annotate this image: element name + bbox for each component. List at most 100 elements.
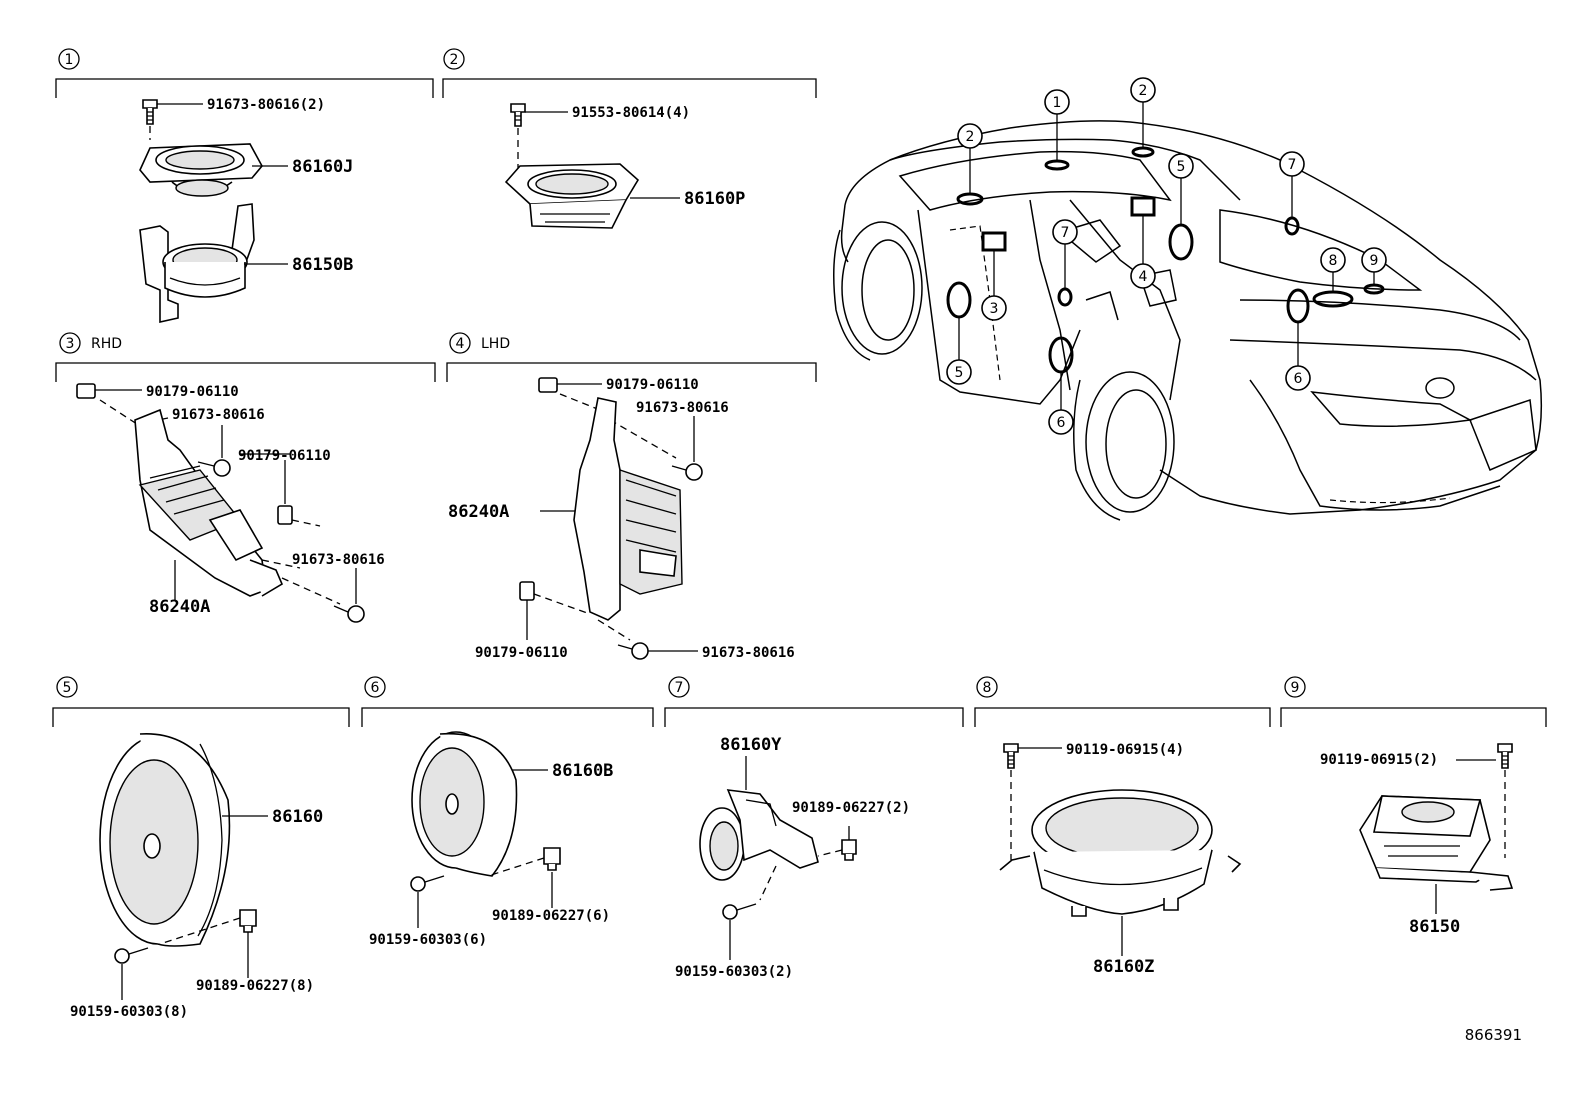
- section-7-header: 7: [664, 676, 964, 727]
- nut-icon: [277, 505, 293, 525]
- car-callout-7a: 7: [1279, 151, 1305, 177]
- svg-text:1: 1: [1053, 95, 1062, 111]
- part-label-s4-screw-top: 91673-80616: [636, 400, 729, 416]
- screw-icon: [142, 99, 158, 125]
- part-label-s1-speaker: 86160J: [292, 157, 353, 177]
- svg-text:5: 5: [1177, 159, 1186, 175]
- nut-icon: [538, 377, 558, 393]
- svg-text:4: 4: [1139, 269, 1148, 285]
- car-callout-6b: 6: [1048, 409, 1074, 435]
- svg-text:8: 8: [1329, 253, 1338, 269]
- section-2-number: 2: [450, 52, 459, 68]
- section-8-header: 8: [974, 676, 1271, 727]
- part-label-s1-bracket: 86150B: [292, 255, 353, 275]
- amplifier-unit: [134, 408, 284, 597]
- part-label-s4-nut-top: 90179-06110: [606, 377, 699, 393]
- car-speaker-location-5: [1168, 223, 1194, 261]
- car-speaker-location-8: [1312, 290, 1354, 308]
- diagram-reference-code: 866391: [1465, 1026, 1522, 1044]
- tweeter-speaker: [504, 163, 640, 229]
- part-label-s7-speaker: 86160Y: [720, 735, 782, 755]
- part-label-s6-clip: 90189-06227(6): [492, 908, 610, 924]
- car-speaker-location-5: [946, 281, 972, 319]
- part-label-s5-speaker: 86160: [272, 807, 323, 827]
- screw-icon: [1003, 743, 1019, 769]
- screw-icon: [333, 605, 365, 623]
- car-callout-9: 9: [1361, 247, 1387, 273]
- subwoofer-speaker: [999, 789, 1242, 917]
- amplifier-unit: [1359, 795, 1514, 891]
- part-label-s7-clip: 90189-06227(2): [792, 800, 910, 816]
- car-speaker-location-2: [1131, 146, 1155, 158]
- car-callout-8: 8: [1320, 247, 1346, 273]
- section-5-number: 5: [63, 680, 72, 696]
- small-speaker: [699, 789, 819, 881]
- svg-text:3: 3: [990, 301, 999, 317]
- svg-text:5: 5: [955, 365, 964, 381]
- section-3-drawing: 90179-06110 91673-80616 90179-06110 9167…: [76, 383, 385, 623]
- screw-icon: [671, 463, 703, 481]
- part-label-s9-amp: 86150: [1409, 917, 1460, 937]
- car-amp-location-4: [1130, 196, 1156, 217]
- section-1-number: 1: [65, 52, 74, 68]
- amplifier-unit: [573, 397, 683, 621]
- section-5-header: 5: [52, 676, 350, 727]
- car-callout-5b: 5: [946, 359, 972, 385]
- car-speaker-location-6: [1048, 336, 1074, 374]
- part-label-s3-nut-top: 90179-06110: [146, 384, 239, 400]
- car-speaker-location-6: [1286, 288, 1310, 324]
- part-label-s9-screw: 90119-06915(2): [1320, 752, 1438, 768]
- section-4-drawing: 90179-06110 91673-80616 86240A 90179-061…: [448, 377, 795, 661]
- section-4-tag: LHD: [481, 336, 510, 352]
- part-label-s2-speaker: 86160P: [684, 189, 745, 209]
- section-9-number: 9: [1291, 680, 1300, 696]
- car-amp-location-3: [981, 231, 1007, 252]
- part-label-s3-screw-bot: 91673-80616: [292, 552, 385, 568]
- svg-text:2: 2: [1139, 83, 1148, 99]
- part-label-s8-screw: 90119-06915(4): [1066, 742, 1184, 758]
- clip-icon: [543, 847, 561, 871]
- part-label-s3-nut-mid: 90179-06110: [238, 448, 331, 464]
- clip-icon: [239, 909, 257, 933]
- part-label-s5-screw: 90159-60303(8): [70, 1004, 188, 1020]
- car-callout-2a: 2: [1130, 77, 1156, 103]
- car-callout-2b: 2: [957, 123, 983, 149]
- screw-icon: [510, 103, 526, 127]
- car-speaker-location-1: [1044, 159, 1070, 171]
- part-label-s3-screw-top: 91673-80616: [172, 407, 265, 423]
- section-4-header: 4 LHD: [446, 332, 817, 382]
- door-speaker-medium: [411, 731, 518, 877]
- svg-text:6: 6: [1294, 371, 1303, 387]
- part-label-s4-amp: 86240A: [448, 502, 509, 522]
- part-label-s4-nut-bot: 90179-06110: [475, 645, 568, 661]
- section-9-drawing: 90119-06915(2) 86150: [1320, 743, 1514, 937]
- part-label-s7-screw: 90159-60303(2): [675, 964, 793, 980]
- section-2-header: 2: [442, 48, 817, 98]
- svg-text:2: 2: [966, 129, 975, 145]
- part-label-s8-speaker: 86160Z: [1093, 957, 1154, 977]
- screw-icon: [410, 875, 445, 892]
- section-8-drawing: 90119-06915(4) 86160Z: [999, 742, 1242, 977]
- screw-icon: [114, 947, 149, 964]
- car-illustration: 1 2 2 5 7 7 8 9: [833, 77, 1543, 521]
- car-callout-3: 3: [981, 295, 1007, 321]
- section-5-drawing: 86160 90189-06227(8) 90159-60303(8): [70, 733, 323, 1020]
- door-speaker-large: [99, 733, 231, 947]
- screw-icon: [617, 642, 649, 660]
- nut-icon: [76, 383, 96, 399]
- svg-text:6: 6: [1057, 415, 1066, 431]
- svg-text:7: 7: [1061, 225, 1070, 241]
- section-8-number: 8: [983, 680, 992, 696]
- section-6-drawing: 86160B 90189-06227(6) 90159-60303(6): [369, 731, 613, 948]
- screw-icon: [1497, 743, 1513, 769]
- section-9-header: 9: [1280, 676, 1547, 727]
- screw-icon: [722, 903, 757, 920]
- part-label-s3-amp: 86240A: [149, 597, 210, 617]
- section-6-number: 6: [371, 680, 380, 696]
- section-1-header: 1: [55, 48, 434, 98]
- section-7-drawing: 86160Y 90189-06227(2) 90159-60303(2): [675, 735, 910, 980]
- car-callout-1: 1: [1044, 89, 1070, 115]
- section-3-number: 3: [66, 336, 75, 352]
- section-2-drawing: 91553-80614(4) 86160P: [504, 103, 745, 229]
